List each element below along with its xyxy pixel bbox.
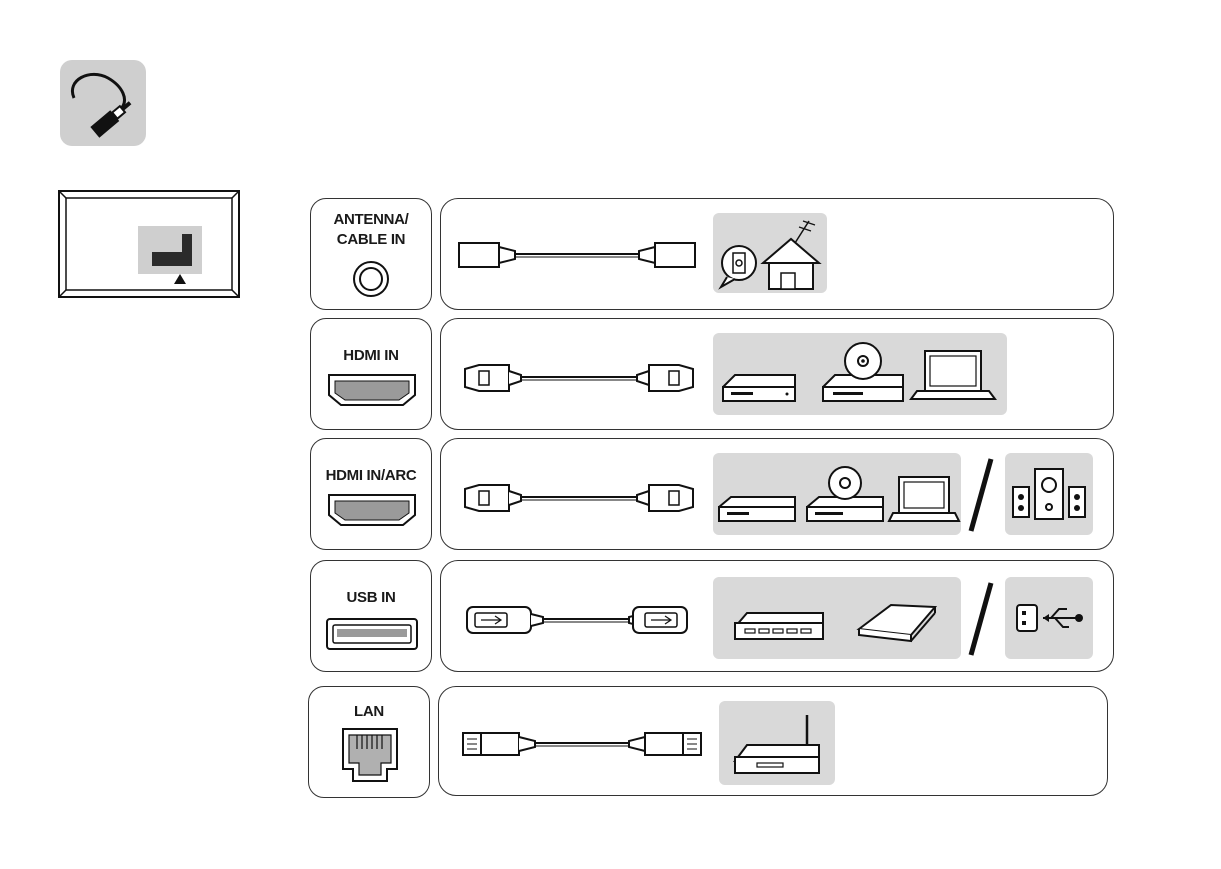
device-panel — [719, 701, 835, 785]
device-panel — [1005, 453, 1093, 535]
dvd-player-icon — [807, 467, 883, 521]
device-panel — [713, 333, 1007, 415]
or-separator — [961, 455, 1001, 535]
port-antenna: ANTENNA/ CABLE IN — [310, 198, 432, 310]
port-hdmi-arc: HDMI IN/ARC — [310, 438, 432, 550]
hdmi-jack-icon — [327, 493, 417, 527]
laptop-icon — [889, 477, 959, 521]
connection-icon — [60, 60, 146, 146]
port-label: HDMI IN — [311, 347, 431, 365]
device-panel — [713, 577, 961, 659]
tv-rear-diagram — [58, 190, 240, 298]
router-icon — [719, 701, 835, 785]
device-panel — [713, 453, 961, 535]
connection-row-hdmi-in — [440, 318, 1114, 430]
usb-cable-icon — [463, 605, 695, 635]
port-label: LAN — [309, 703, 429, 721]
usb-jack-icon — [325, 617, 419, 651]
port-label: USB IN — [311, 589, 431, 607]
port-label: HDMI IN/ARC — [311, 467, 431, 485]
connection-row-antenna — [440, 198, 1114, 310]
speakers-icon — [1005, 453, 1093, 535]
hdmi-cable-icon — [463, 483, 695, 513]
laptop-icon — [911, 351, 995, 399]
ethernet-cable-icon — [459, 729, 703, 759]
port-hdmi-in: HDMI IN — [310, 318, 432, 430]
dvd-player-icon — [823, 343, 903, 401]
device-panel — [713, 213, 827, 293]
ethernet-jack-icon — [341, 727, 399, 783]
hdmi-jack-icon — [327, 373, 417, 407]
set-top-box-icon — [723, 375, 795, 401]
antenna-house-icon — [763, 221, 819, 289]
device-panel — [1005, 577, 1093, 659]
or-separator — [961, 579, 1001, 659]
external-hdd-icon — [859, 605, 935, 641]
hdmi-cable-icon — [463, 363, 695, 393]
connection-row-hdmi-arc — [440, 438, 1114, 550]
usb-hub-icon — [735, 613, 823, 639]
wall-outlet-icon — [713, 213, 827, 293]
port-label: CABLE IN — [311, 231, 431, 249]
usb-stick-icon — [1005, 577, 1093, 659]
port-label: ANTENNA/ — [311, 211, 431, 229]
port-lan: LAN — [308, 686, 430, 798]
set-top-box-icon — [719, 497, 795, 521]
port-usb-in: USB IN — [310, 560, 432, 672]
coax-jack-icon — [351, 259, 391, 299]
connection-row-usb-in — [440, 560, 1114, 672]
coax-cable-icon — [457, 239, 697, 271]
connection-row-lan — [438, 686, 1108, 796]
